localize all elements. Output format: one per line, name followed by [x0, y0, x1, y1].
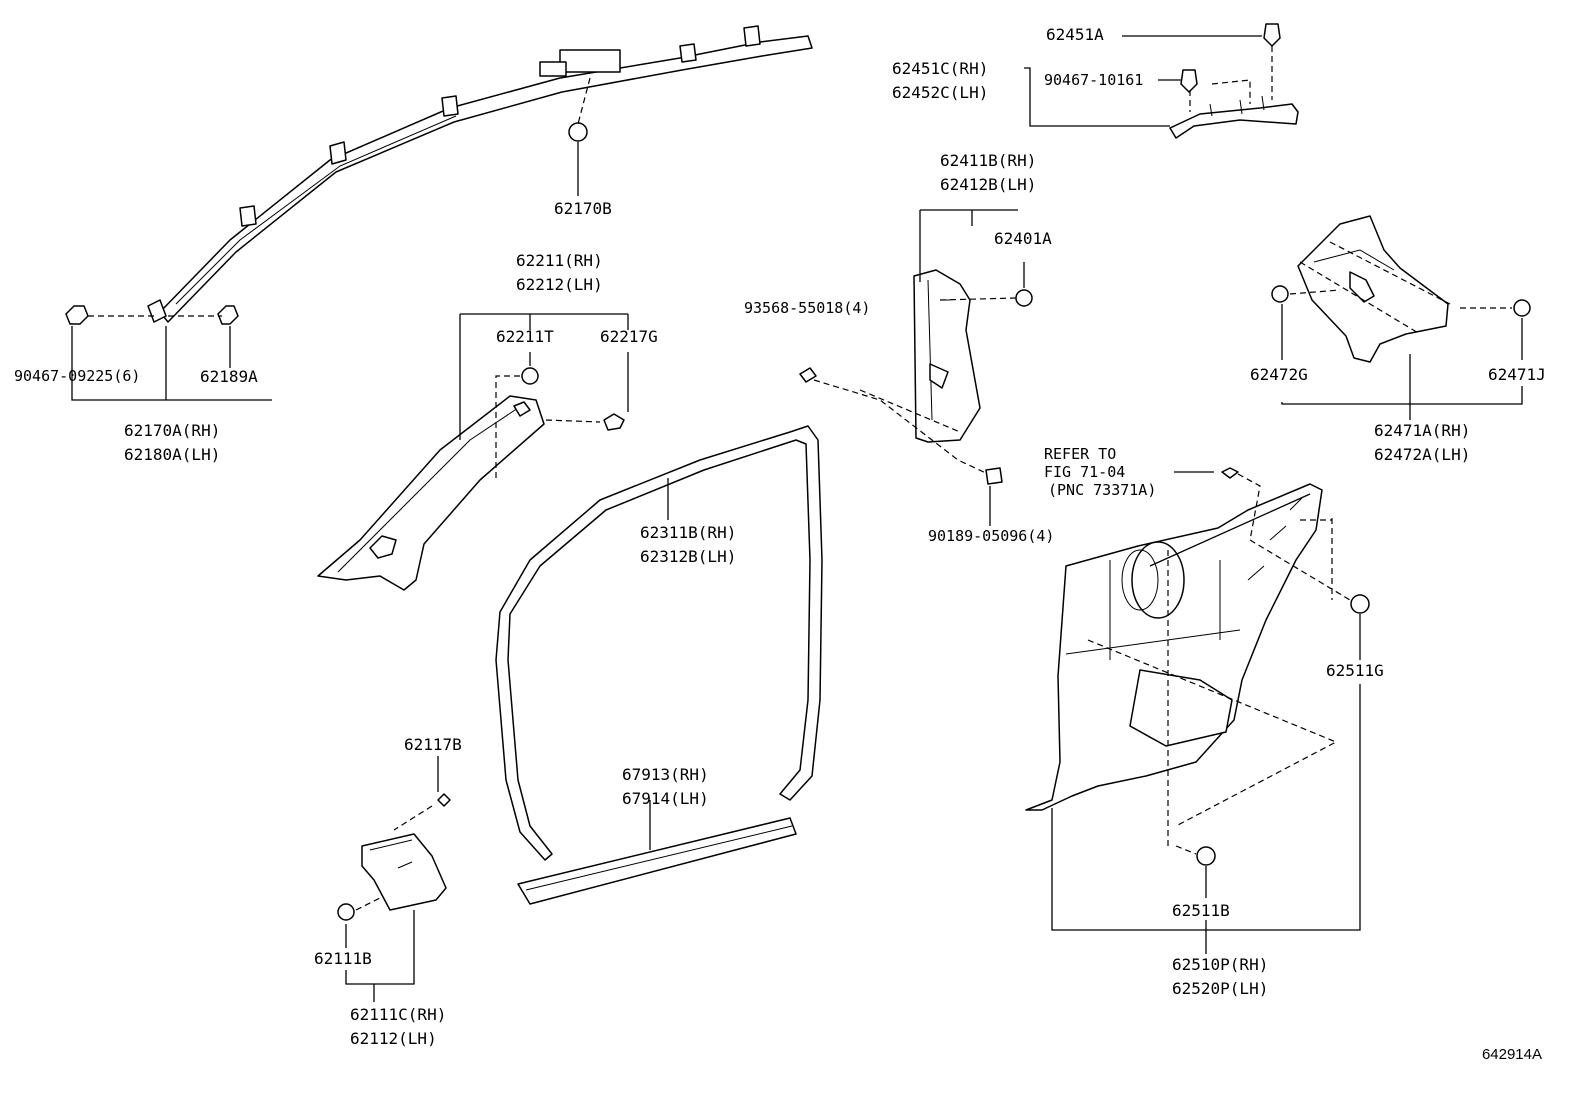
- screw-93568: [799, 367, 817, 383]
- label-62111B: 62111B: [314, 949, 372, 968]
- clip-62117B: [437, 793, 451, 807]
- center-pillar-garnish: [913, 269, 981, 443]
- roof-side-rail-garnish: [147, 25, 813, 323]
- label-62112-lh: 62112(LH): [350, 1029, 437, 1048]
- clip-62217G: [603, 413, 625, 431]
- label-62189A: 62189A: [200, 367, 258, 386]
- label-62211T: 62211T: [496, 327, 554, 346]
- label-90189-05096: 90189-05096(4): [928, 527, 1055, 545]
- label-refer-pnc: (PNC 73371A): [1048, 481, 1157, 499]
- cowl-side-trim: [361, 833, 447, 911]
- label-93568-55018: 93568-55018(4): [744, 299, 871, 317]
- clip-62451A: [1263, 23, 1281, 47]
- clip-62511G: [1350, 594, 1370, 614]
- label-62311B-rh: 62311B(RH): [640, 523, 737, 542]
- clip-90467-09225: [65, 305, 89, 325]
- label-62111C-rh: 62111C(RH): [350, 1005, 447, 1024]
- label-62117B: 62117B: [404, 735, 462, 754]
- label-62472A-lh: 62472A(LH): [1374, 445, 1471, 464]
- label-62520P-lh: 62520P(LH): [1172, 979, 1269, 998]
- clip-62211T: [521, 367, 539, 385]
- label-62211-rh: 62211(RH): [516, 251, 603, 270]
- door-weatherstrip: [495, 425, 823, 861]
- label-62212-lh: 62212(LH): [516, 275, 603, 294]
- clip-90467-10161: [1180, 69, 1198, 93]
- clip-ref-73371A: [1221, 467, 1239, 479]
- label-62451A: 62451A: [1046, 25, 1104, 44]
- label-62412B-lh: 62412B(LH): [940, 175, 1037, 194]
- label-62170A-rh: 62170A(RH): [124, 421, 221, 440]
- label-62451C-rh: 62451C(RH): [892, 59, 989, 78]
- figure-number: 642914A: [1481, 1046, 1542, 1063]
- quarter-trim-panel: [1025, 483, 1323, 811]
- label-62511B: 62511B: [1172, 901, 1230, 920]
- label-62510P-rh: 62510P(RH): [1172, 955, 1269, 974]
- label-62401A: 62401A: [994, 229, 1052, 248]
- clip-62189A: [217, 305, 239, 325]
- clip-62111B: [337, 903, 355, 921]
- clip-62401A: [1015, 289, 1033, 307]
- label-62411B-rh: 62411B(RH): [940, 151, 1037, 170]
- label-62170B: 62170B: [554, 199, 612, 218]
- label-62217G: 62217G: [600, 327, 658, 346]
- clip-62170B: [568, 122, 588, 142]
- quarter-pillar-garnish: [1297, 215, 1449, 363]
- rear-garnish-62451C: [1169, 95, 1299, 139]
- label-62180A-lh: 62180A(LH): [124, 445, 221, 464]
- label-67913-rh: 67913(RH): [622, 765, 709, 784]
- label-62471J: 62471J: [1488, 365, 1546, 384]
- clip-62472G: [1271, 285, 1289, 303]
- clip-62511B: [1196, 846, 1216, 866]
- label-90467-10161: 90467-10161: [1044, 71, 1144, 89]
- label-refer-to: REFER TO: [1044, 445, 1117, 463]
- label-67914-lh: 67914(LH): [622, 789, 709, 808]
- label-62452C-lh: 62452C(LH): [892, 83, 989, 102]
- clip-62471J: [1513, 299, 1531, 317]
- front-pillar-garnish: [317, 395, 545, 591]
- scuff-plate: [517, 817, 797, 905]
- label-refer-fig: FIG 71-04: [1044, 463, 1126, 481]
- label-62472G: 62472G: [1250, 365, 1308, 384]
- nut-90189: [985, 467, 1003, 485]
- label-62312B-lh: 62312B(LH): [640, 547, 737, 566]
- label-62471A-rh: 62471A(RH): [1374, 421, 1471, 440]
- label-62511G: 62511G: [1326, 661, 1384, 680]
- label-90467-09225: 90467-09225(6): [14, 367, 141, 385]
